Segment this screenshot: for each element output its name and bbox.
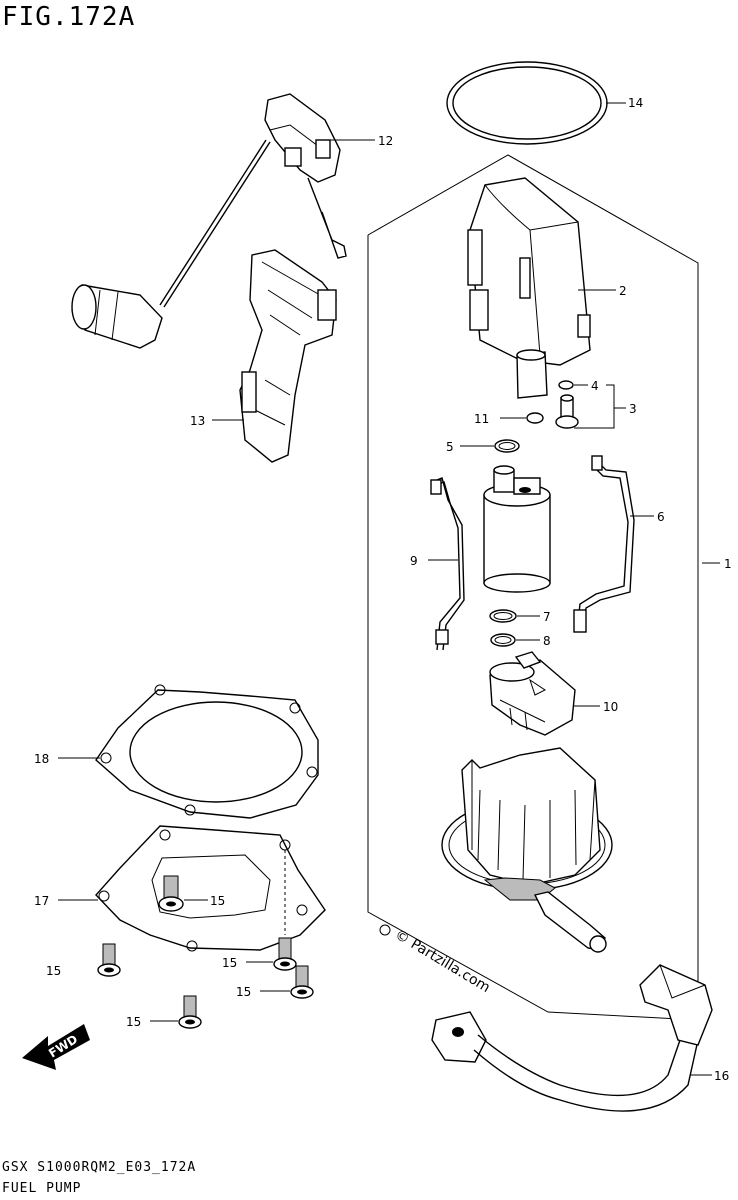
callout-1[interactable]: 1 (724, 557, 732, 571)
fwd-label: FWD (46, 1032, 80, 1061)
part-17-plate[interactable] (95, 825, 326, 952)
callout-15-inner[interactable]: 15 (210, 894, 225, 908)
part-11-seal[interactable] (526, 412, 544, 424)
callout-15-bottom[interactable]: 15 (126, 1015, 141, 1029)
fwd-arrow-icon: FWD (22, 1024, 90, 1070)
callout-12[interactable]: 12 (378, 134, 393, 148)
leader-3-bracket (574, 384, 615, 429)
callout-16[interactable]: 16 (714, 1069, 729, 1083)
part-fuel-pump-base[interactable] (441, 747, 613, 953)
callout-8[interactable]: 8 (543, 634, 551, 648)
watermark: © Partzilla.com (379, 924, 493, 996)
callout-11[interactable]: 11 (474, 412, 489, 426)
part-2-pump-housing[interactable] (467, 177, 591, 399)
callout-17[interactable]: 17 (34, 894, 49, 908)
callout-15-left[interactable]: 15 (46, 964, 61, 978)
callout-13[interactable]: 13 (190, 414, 205, 428)
callout-14[interactable]: 14 (628, 96, 643, 110)
callout-4[interactable]: 4 (591, 379, 599, 393)
callout-10[interactable]: 10 (603, 700, 618, 714)
part-4-o-ring[interactable] (558, 380, 574, 390)
callout-18[interactable]: 18 (34, 752, 49, 766)
part-13-bracket[interactable] (239, 249, 337, 463)
figure-title: FIG.172A (2, 2, 136, 32)
part-12-fuel-level-gauge[interactable] (71, 93, 347, 349)
part-14-o-ring[interactable] (446, 61, 608, 145)
part-15-bolt-bottom[interactable] (178, 995, 202, 1029)
part-fuel-pump-motor[interactable] (483, 465, 551, 593)
part-8-o-ring[interactable] (490, 633, 516, 647)
figure-code: GSX S1000RQM2_E03_172A (2, 1160, 197, 1175)
callout-2[interactable]: 2 (619, 284, 627, 298)
part-16-fuel-hose[interactable] (431, 964, 713, 1112)
part-15-bolt-left[interactable] (97, 943, 121, 977)
part-5-o-ring[interactable] (494, 439, 520, 453)
part-10-pump-holder[interactable] (489, 651, 576, 736)
part-6-lead-wire[interactable] (573, 455, 635, 633)
part-3-fitting[interactable] (555, 394, 579, 429)
callout-7[interactable]: 7 (543, 610, 551, 624)
callout-5[interactable]: 5 (446, 440, 454, 454)
callout-9[interactable]: 9 (410, 554, 418, 568)
callout-6[interactable]: 6 (657, 510, 665, 524)
part-9-lead-wire[interactable] (430, 477, 465, 651)
watermark-text: © Partzilla.com (392, 927, 493, 996)
section-name: FUEL PUMP (2, 1181, 82, 1196)
part-18-gasket[interactable] (95, 684, 319, 819)
callout-15-right-lower[interactable]: 15 (236, 985, 251, 999)
callout-15-right-upper[interactable]: 15 (222, 956, 237, 970)
part-15-bolt-right-upper[interactable] (273, 937, 297, 971)
part-15-bolt-inner[interactable] (158, 875, 184, 912)
part-7-o-ring[interactable] (489, 609, 517, 623)
callout-3[interactable]: 3 (629, 402, 637, 416)
part-15-bolt-right-lower[interactable] (290, 965, 314, 999)
